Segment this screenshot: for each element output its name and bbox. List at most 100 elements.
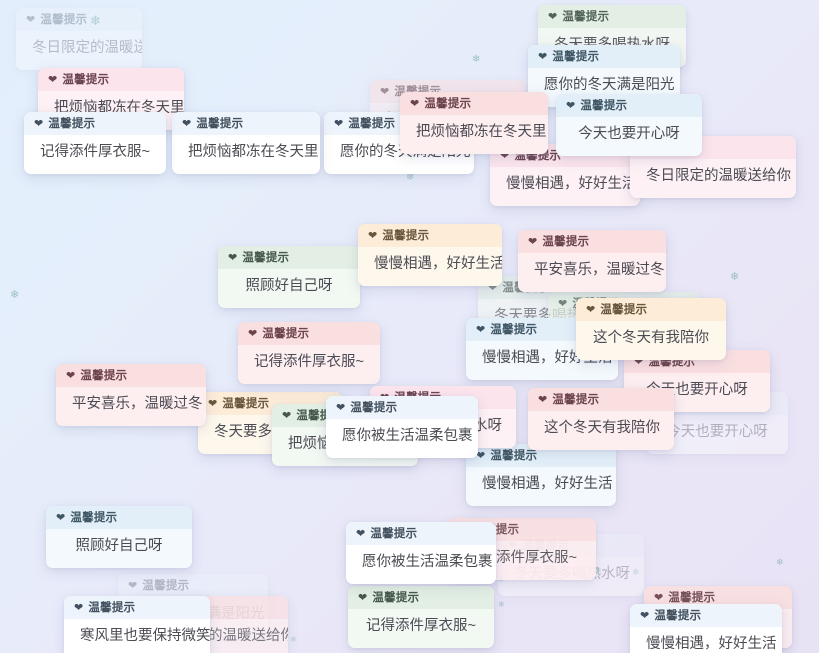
heart-icon: ❤	[654, 591, 664, 604]
toast-title: 温馨提示	[372, 592, 420, 604]
toast-title: 温馨提示	[490, 450, 538, 462]
heart-icon: ❤	[66, 369, 76, 382]
toast-title: 温馨提示	[262, 328, 310, 340]
toast-title: 温馨提示	[70, 512, 118, 524]
toast-header: ❤ 温馨提示	[326, 396, 478, 420]
toast-header: ❤温馨提示	[46, 506, 192, 530]
toast-notification[interactable]: ❤温馨提示把烦恼都冻在冬天里	[400, 92, 548, 155]
toast-header: ❤ 温馨提示	[576, 298, 726, 322]
toast-title: 温馨提示	[552, 394, 600, 406]
snowflake-icon: ❄	[290, 635, 297, 644]
toast-message: 寒风里也要保持微笑	[64, 619, 210, 653]
heart-icon: ❤	[48, 73, 58, 86]
heart-icon: ❤	[634, 355, 644, 368]
heart-icon: ❤	[358, 591, 368, 604]
toast-message: 愿你被生活温柔包裹	[346, 545, 496, 585]
toast-title: 温馨提示	[242, 252, 290, 264]
heart-icon: ❤	[34, 117, 44, 130]
heart-icon: ❤	[182, 117, 192, 130]
toast-header: ❤温馨提示	[630, 604, 782, 628]
toast-title: 温馨提示	[80, 370, 128, 382]
snowflake-icon: ❄	[776, 557, 784, 567]
toast-message: 照顾好自己呀	[218, 269, 360, 309]
toast-header: ❤ 温馨提示	[346, 522, 496, 546]
heart-icon: ❤	[548, 10, 558, 23]
toast-header: ❤温馨提示	[172, 112, 320, 136]
heart-icon: ❤	[538, 393, 548, 406]
heart-icon: ❤	[528, 235, 538, 248]
heart-icon: ❤	[334, 117, 344, 130]
toast-notification[interactable]: ❤温馨提示这个冬天有我陪你	[528, 388, 674, 451]
toast-message: 平安喜乐，温暖过冬	[56, 387, 206, 427]
snowflake-icon: ❄	[472, 54, 481, 65]
toast-notification[interactable]: ❤ 温馨提示愿你被生活温柔包裹	[346, 522, 496, 585]
toast-notification[interactable]: ❤ 温馨提示平安喜乐，温暖过冬	[56, 364, 206, 427]
toast-message: 慢慢相遇，好好生活	[358, 247, 502, 287]
toast-header: ❤温馨提示	[38, 68, 184, 92]
snowflake-icon: ❄	[730, 271, 740, 283]
toast-title: 温馨提示	[370, 528, 418, 540]
toast-notification[interactable]: ❤温馨提示照顾好自己呀	[46, 506, 192, 569]
snowflake-icon: ❄	[406, 172, 415, 183]
heart-icon: ❤	[74, 601, 84, 614]
toast-notification[interactable]: ❤温馨提示照顾好自己呀	[218, 246, 360, 309]
heart-icon: ❤	[356, 527, 366, 540]
toast-title: 温馨提示	[350, 402, 398, 414]
toast-notification[interactable]: ❤温馨提示平安喜乐，温暖过冬	[518, 230, 666, 293]
toast-message: 记得添件厚衣服~	[348, 609, 494, 649]
toast-header: ❤ 温馨提示	[518, 230, 666, 254]
snowflake-icon: ❄	[10, 289, 20, 301]
toast-title: 温馨提示	[600, 304, 648, 316]
toast-title: 温馨提示	[382, 230, 430, 242]
heart-icon: ❤	[26, 13, 36, 26]
toast-notification[interactable]: ❤温馨提示记得添件厚衣服~	[24, 112, 166, 175]
toast-message: 冬日限定的温暖送给你	[630, 159, 796, 199]
toast-notification[interactable]: ❤温馨提示把烦恼都冻在冬天里	[172, 112, 320, 175]
toast-notification[interactable]: ❤ 温馨提示记得添件厚衣服~	[238, 322, 380, 385]
heart-icon: ❤	[380, 85, 390, 98]
toast-header: ❤温馨提示	[218, 246, 360, 270]
heart-icon: ❤	[336, 401, 346, 414]
toast-notification[interactable]: ❤ 温馨提示记得添件厚衣服~	[348, 586, 494, 649]
toast-header: ❤温馨提示	[538, 5, 686, 29]
toast-notification[interactable]: ❤温馨提示这个冬天有我陪你	[576, 298, 726, 361]
heart-icon: ❤	[586, 303, 596, 316]
snowflake-icon: ❄	[498, 600, 505, 609]
toast-title: 温馨提示	[142, 580, 190, 592]
toast-message: 慢慢相遇，好好生活	[490, 167, 640, 207]
toast-header: ❤ 温馨提示	[358, 224, 502, 248]
toast-header: ❤ 温馨提示	[556, 94, 702, 118]
toast-title: 温馨提示	[542, 236, 590, 248]
toast-notification[interactable]: ❤ 温馨提示慢慢相遇，好好生活	[358, 224, 502, 287]
toast-title: 温馨提示	[88, 602, 136, 614]
toast-notification[interactable]: ❤ 温馨提示寒风里也要保持微笑	[64, 596, 210, 653]
toast-header: ❤温馨提示	[528, 45, 680, 69]
toast-title: 温馨提示	[348, 118, 396, 130]
heart-icon: ❤	[538, 50, 548, 63]
heart-icon: ❤	[640, 609, 650, 622]
toast-notification[interactable]: ❤ 温馨提示今天也要开心呀	[556, 94, 702, 157]
heart-icon: ❤	[500, 149, 510, 162]
toast-message: 愿你被生活温柔包裹	[326, 419, 478, 459]
toast-message: 今天也要开心呀	[556, 117, 702, 157]
toast-message: 记得添件厚衣服~	[238, 345, 380, 385]
toast-title: 温馨提示	[222, 398, 270, 410]
toast-notification[interactable]: ❤ 温馨提示愿你被生活温柔包裹	[326, 396, 478, 459]
heart-icon: ❤	[566, 99, 576, 112]
toast-title: 温馨提示	[580, 100, 628, 112]
heart-icon: ❤	[248, 327, 258, 340]
toast-notification[interactable]: ❤温馨提示慢慢相遇，好好生活	[466, 444, 616, 507]
heart-icon: ❤	[488, 281, 498, 294]
toast-message: 记得添件厚衣服~	[24, 135, 166, 175]
toast-message: 冬日限定的温暖送给你	[16, 31, 142, 71]
toast-notification[interactable]: ❤温馨提示慢慢相遇，好好生活	[630, 604, 782, 653]
heart-icon: ❤	[368, 229, 378, 242]
toast-message: 把烦恼都冻在冬天里	[400, 115, 548, 155]
toast-header: ❤温馨提示	[118, 574, 268, 598]
toast-title: 温馨提示	[424, 98, 472, 110]
toast-message: 慢慢相遇，好好生活	[630, 627, 782, 653]
toast-header: ❤ 温馨提示	[528, 388, 674, 412]
